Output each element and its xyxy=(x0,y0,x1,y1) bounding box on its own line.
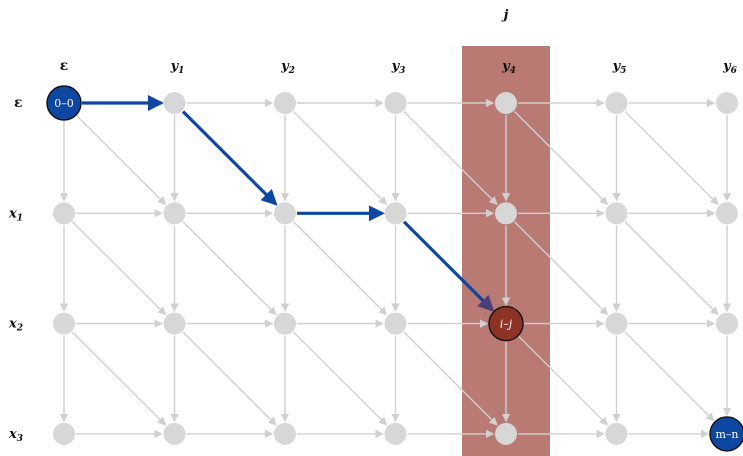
edge-diagonal xyxy=(292,331,388,426)
lattice-node xyxy=(53,202,75,225)
lattice-node xyxy=(384,92,407,114)
column-label: y1 xyxy=(170,59,185,76)
alignment-path-edge xyxy=(402,220,495,312)
lattice-node xyxy=(605,202,628,225)
lattice-node xyxy=(716,312,738,335)
special-node-circle xyxy=(46,85,82,121)
special-nodes: 0–0 i–j m–n xyxy=(46,85,743,452)
lattice-node xyxy=(495,202,517,225)
column-label: ε xyxy=(60,58,69,74)
column-label: y3 xyxy=(391,59,406,76)
edge-diagonal xyxy=(513,110,609,206)
lattice-node xyxy=(163,312,186,335)
edge-diagonal xyxy=(403,110,498,206)
lattice-nodes xyxy=(53,92,738,445)
special-node: m–n xyxy=(709,416,743,452)
lattice-node xyxy=(495,422,517,445)
edge-diagonal xyxy=(292,110,388,206)
special-node-label: m–n xyxy=(715,428,738,441)
special-node-label: 0–0 xyxy=(54,97,74,110)
lattice-edges xyxy=(59,98,732,439)
special-node: i–j xyxy=(488,305,524,342)
lattice-node xyxy=(163,422,186,445)
lattice-node xyxy=(384,202,407,225)
lattice-node xyxy=(163,92,186,114)
lattice-node xyxy=(384,312,407,335)
lattice-node xyxy=(605,312,628,335)
lattice-node xyxy=(274,202,296,225)
lattice-node xyxy=(53,422,75,445)
column-label: y6 xyxy=(722,59,738,76)
row-label: x2 xyxy=(8,317,23,334)
edge-diagonal xyxy=(624,110,719,206)
special-node-circle xyxy=(488,305,524,342)
lattice-node xyxy=(716,92,738,114)
column-label: y5 xyxy=(612,59,627,76)
edge-diagonal xyxy=(518,335,609,426)
row-label: ε xyxy=(14,95,23,111)
edge-diagonal xyxy=(182,221,277,316)
edge-diagonal xyxy=(624,331,715,422)
lattice-node xyxy=(274,312,296,335)
row-label: x1 xyxy=(8,206,23,223)
lattice-node xyxy=(605,422,628,445)
special-node-circle xyxy=(709,416,743,452)
lattice-node xyxy=(605,92,628,114)
lattice-node xyxy=(274,92,296,114)
edge-diagonal xyxy=(182,331,277,426)
lattice-node xyxy=(495,92,517,114)
lattice-node xyxy=(384,422,407,445)
row-label: x3 xyxy=(8,427,23,444)
alignment-path xyxy=(82,95,495,312)
special-node-label: i–j xyxy=(500,318,513,331)
edge-diagonal xyxy=(403,331,498,426)
special-node: 0–0 xyxy=(46,85,82,121)
top-label-j: j xyxy=(501,8,509,23)
column-label: y2 xyxy=(280,59,295,76)
edge-diagonal xyxy=(71,221,167,316)
lattice-node xyxy=(163,202,186,225)
row-labels: ε x1 x2 x3 xyxy=(8,95,23,444)
edge-diagonal xyxy=(76,115,167,206)
edge-diagonal xyxy=(71,331,167,426)
lattice-node xyxy=(716,202,738,225)
alignment-path-edge xyxy=(181,110,278,206)
lattice-node xyxy=(53,312,75,335)
edge-diagonal xyxy=(292,221,388,316)
edge-diagonal xyxy=(624,221,719,316)
edge-diagonal xyxy=(513,221,609,316)
lattice-node xyxy=(274,422,296,445)
